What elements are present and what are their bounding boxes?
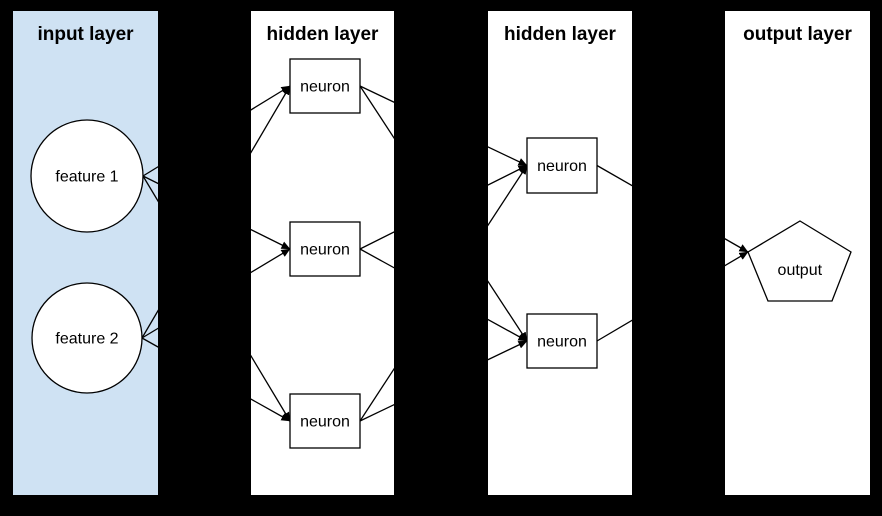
panel-title-output: output layer — [743, 24, 852, 45]
node-label-feature2: feature 2 — [55, 331, 118, 348]
edge-h1n2-to-h2n1 — [359, 164, 528, 250]
edge-h1n2-to-h2n2 — [359, 248, 528, 342]
edge-feature2-to-h1n1 — [141, 85, 291, 339]
panel-title-hidden2: hidden layer — [504, 24, 617, 45]
panel-title-hidden1: hidden layer — [267, 24, 380, 45]
edge-h2n1-to-out — [596, 164, 749, 253]
edge-h1n1-to-h2n2 — [359, 85, 528, 342]
node-out-pentagon — [747, 220, 852, 302]
node-h2n2-box — [526, 313, 598, 369]
node-h1n2-box — [289, 221, 361, 277]
panel-hidden2-layer — [488, 11, 632, 495]
node-label-h1n2: neuron — [300, 242, 350, 259]
edge-h1n1-to-h2n1 — [359, 85, 528, 167]
node-feature2-circle — [31, 282, 143, 394]
edge-h1n3-to-h2n2 — [359, 340, 528, 422]
node-label-h1n1: neuron — [300, 79, 350, 96]
node-label-out: output — [778, 262, 823, 279]
edge-feature1-to-h1n2 — [142, 175, 291, 250]
panel-title-input: input layer — [37, 24, 134, 45]
panel-input-layer — [13, 11, 158, 495]
edge-feature2-to-h1n3 — [141, 337, 291, 422]
node-label-h1n3: neuron — [300, 414, 350, 431]
node-h2n1-box — [526, 137, 598, 194]
node-h1n3-box — [289, 393, 361, 449]
node-label-h2n2: neuron — [537, 334, 587, 351]
node-h1n1-box — [289, 58, 361, 114]
node-label-feature1: feature 1 — [55, 169, 118, 186]
edge-feature1-to-h1n1 — [142, 85, 291, 177]
edge-feature1-to-h1n3 — [142, 175, 291, 422]
edge-feature2-to-h1n2 — [141, 248, 291, 339]
node-feature1-circle — [30, 119, 144, 233]
edge-h1n3-to-h2n1 — [359, 165, 528, 422]
edge-h2n2-to-out — [596, 251, 749, 342]
node-label-h2n1: neuron — [537, 158, 587, 175]
